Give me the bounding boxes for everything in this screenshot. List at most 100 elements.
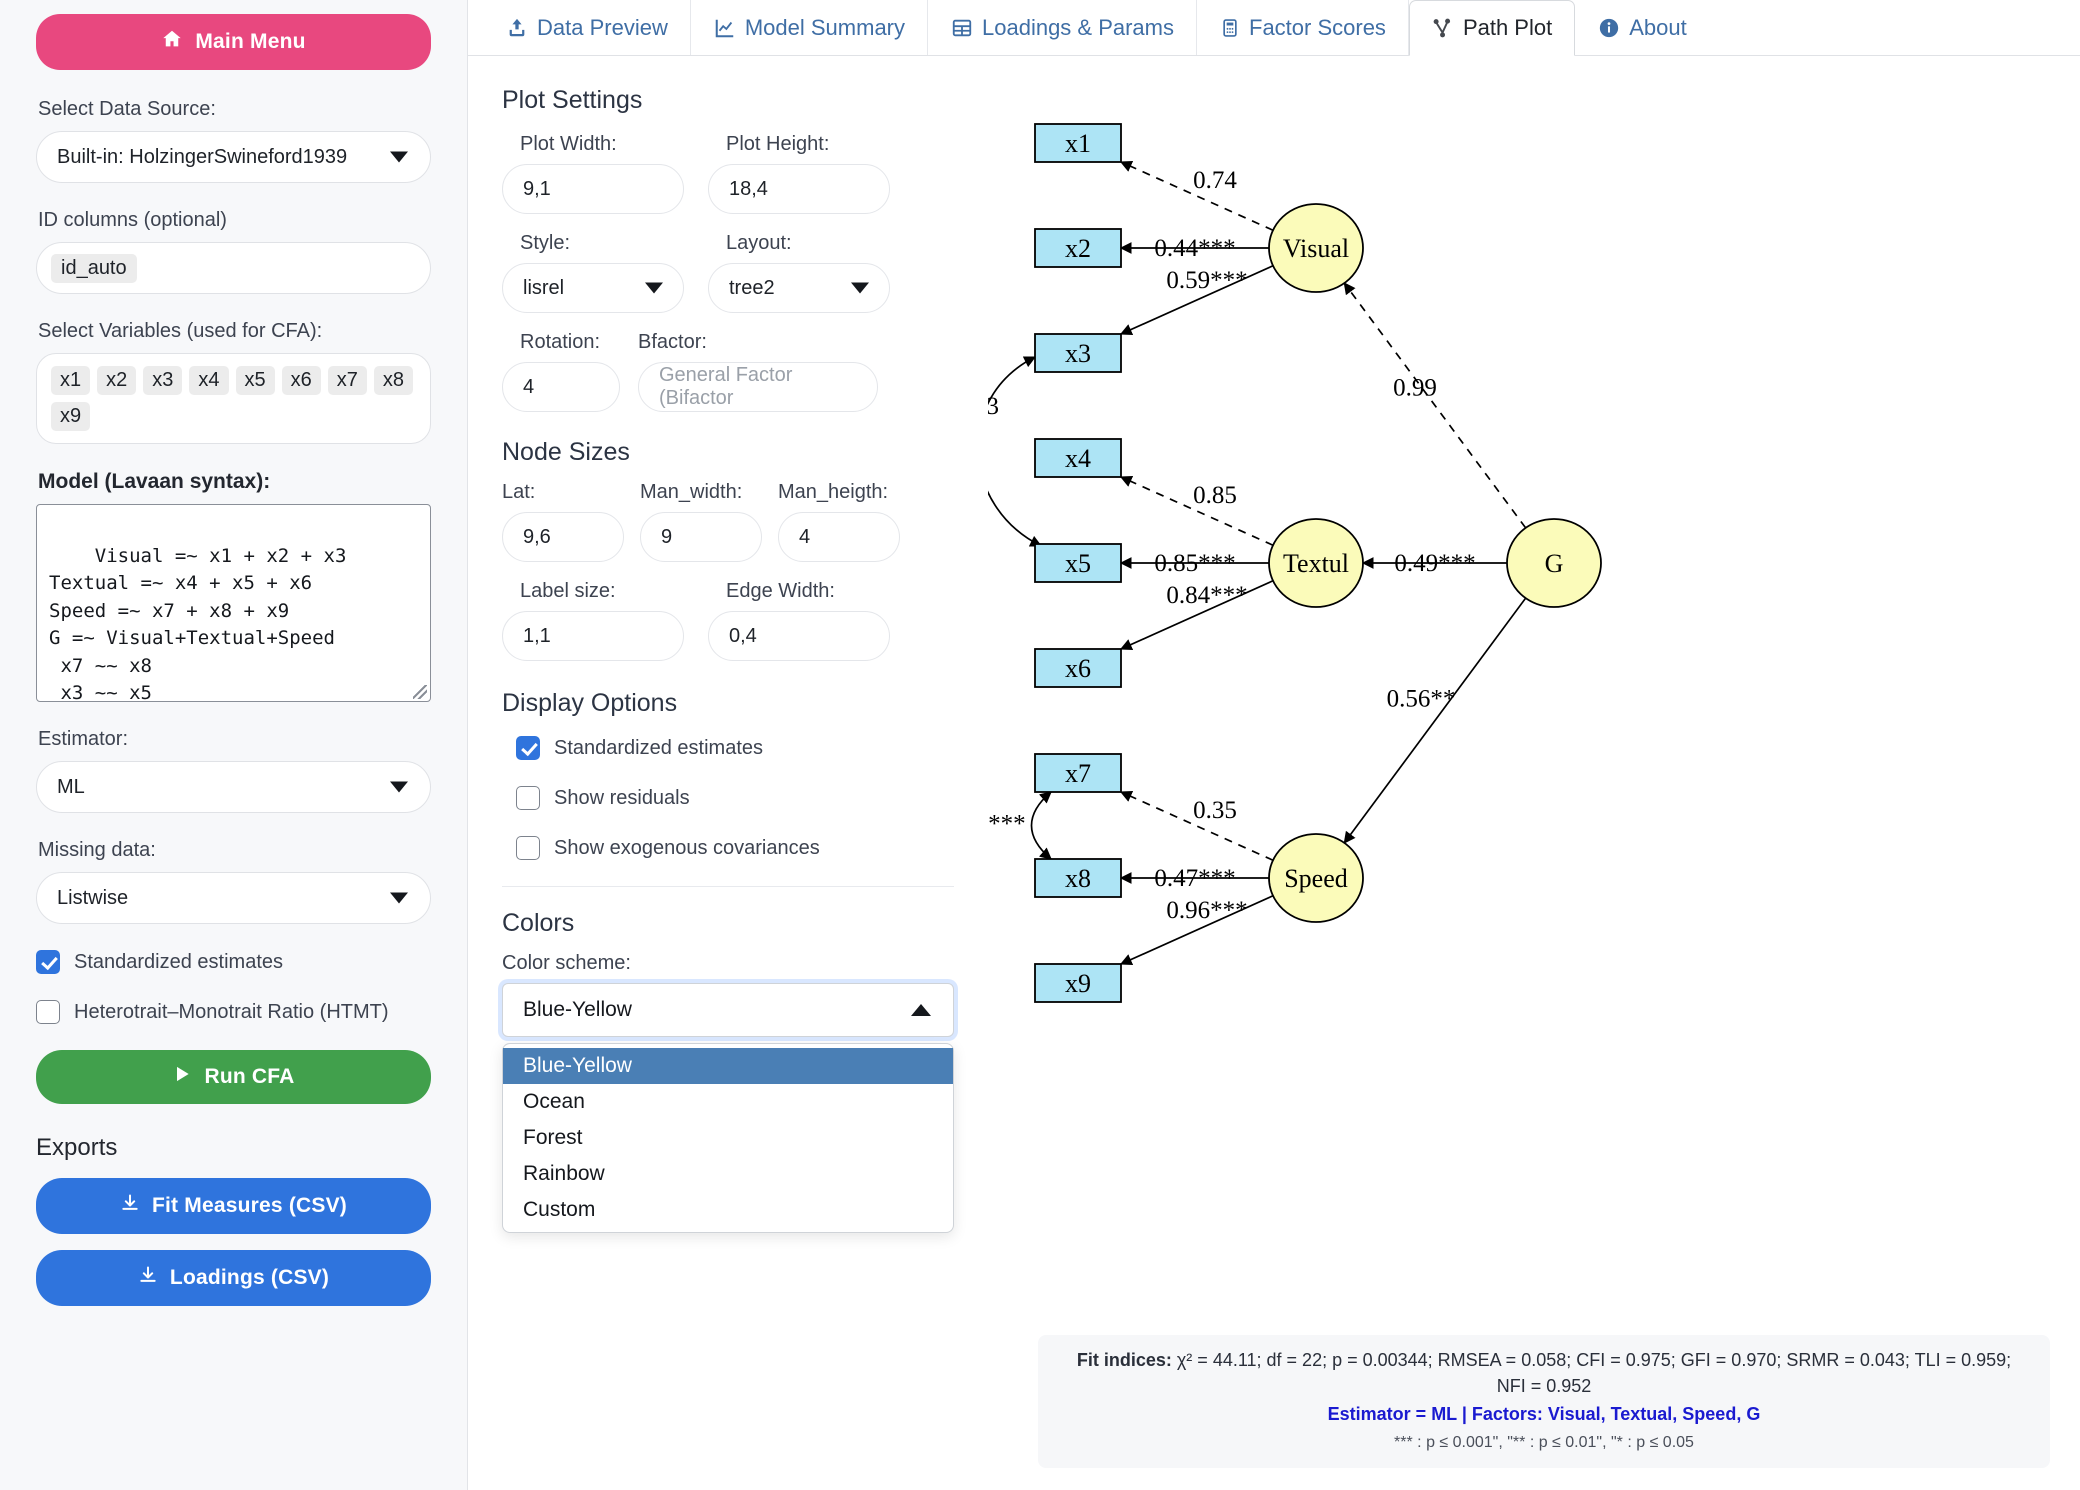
- manifest-node-x6[interactable]: [1034, 648, 1122, 688]
- tab-about[interactable]: About: [1575, 0, 1709, 55]
- data-source-select[interactable]: Built-in: HolzingerSwineford1939: [36, 131, 431, 183]
- manifest-node-x2[interactable]: [1034, 228, 1122, 268]
- standardized-estimates-checkbox[interactable]: [36, 950, 60, 974]
- edge-width-input[interactable]: 0,4: [708, 611, 890, 661]
- standardized-estimates-checkbox-row[interactable]: Standardized estimates: [36, 950, 431, 974]
- lat-input[interactable]: 9,6: [502, 512, 624, 562]
- variable-pill[interactable]: x5: [235, 366, 275, 395]
- covariance-label: 0.39***: [988, 811, 1026, 838]
- path-edge: [1343, 597, 1527, 844]
- missing-data-select[interactable]: Listwise: [36, 872, 431, 924]
- manifest-node-x5[interactable]: [1034, 543, 1122, 583]
- variable-pill[interactable]: x7: [327, 366, 367, 395]
- missing-data-value: Listwise: [57, 886, 129, 909]
- tab-label: Path Plot: [1462, 15, 1553, 40]
- tab-data-preview[interactable]: Data Preview: [484, 0, 691, 55]
- color-scheme-option-custom[interactable]: Custom: [523, 1198, 596, 1221]
- chevron-up-icon: [911, 1004, 931, 1016]
- latent-node-label: Textul: [1283, 549, 1349, 578]
- chevron-down-icon: [390, 892, 408, 904]
- color-scheme-select[interactable]: Blue-Yellow: [502, 983, 954, 1037]
- manifest-node-x9[interactable]: [1034, 963, 1122, 1003]
- manifest-node-x8[interactable]: [1034, 858, 1122, 898]
- latent-node-G[interactable]: [1506, 518, 1602, 608]
- info-icon: [1598, 17, 1620, 39]
- variable-pill[interactable]: x9: [51, 402, 91, 431]
- variable-pill[interactable]: x1: [51, 366, 91, 395]
- edge-label: 0.49***: [1394, 550, 1475, 577]
- tab-factor-scores[interactable]: Factor Scores: [1197, 0, 1409, 55]
- htmt-checkbox[interactable]: [36, 1000, 60, 1024]
- download-icon: [120, 1192, 140, 1220]
- node-sizes-header: Node Sizes: [502, 438, 630, 466]
- latent-node-Textual[interactable]: [1268, 518, 1364, 608]
- style-select[interactable]: lisrel: [502, 263, 684, 313]
- id-columns-input[interactable]: id_auto: [36, 242, 431, 294]
- home-icon: [161, 28, 183, 56]
- color-scheme-option-forest[interactable]: Forest: [523, 1126, 583, 1149]
- opt-exogenous-row[interactable]: Show exogenous covariances: [516, 836, 954, 860]
- color-scheme-option-ocean[interactable]: Ocean: [523, 1090, 585, 1113]
- opt-residuals-checkbox[interactable]: [516, 786, 540, 810]
- main-menu-button[interactable]: Main Menu: [36, 14, 431, 70]
- export-fit-measures-button[interactable]: Fit Measures (CSV): [36, 1178, 431, 1234]
- htmt-checkbox-row[interactable]: Heterotrait–Monotrait Ratio (HTMT): [36, 1000, 431, 1024]
- manifest-node-x1[interactable]: [1034, 123, 1122, 163]
- layout-select[interactable]: tree2: [708, 263, 890, 313]
- edge-label: 0.35: [1193, 797, 1237, 824]
- variable-pill[interactable]: x3: [143, 366, 183, 395]
- color-scheme-option-blue-yellow[interactable]: Blue-Yellow: [503, 1048, 953, 1084]
- main-menu-label: Main Menu: [195, 30, 306, 53]
- opt-standardized-checkbox[interactable]: [516, 736, 540, 760]
- model-syntax-textarea[interactable]: Visual =~ x1 + x2 + x3 Textual =~ x4 + x…: [36, 504, 431, 702]
- bfactor-input[interactable]: General Factor (Bifactor: [638, 362, 878, 412]
- opt-standardized-row[interactable]: Standardized estimates: [516, 736, 954, 760]
- rotation-input[interactable]: 4: [502, 362, 620, 412]
- edge-width-label: Edge Width:: [726, 580, 835, 602]
- label-size-value: 1,1: [523, 624, 551, 647]
- resize-handle-icon[interactable]: [413, 685, 427, 699]
- estimator-select[interactable]: ML: [36, 761, 431, 813]
- variables-input[interactable]: x1 x2 x3 x4 x5 x6 x7 x8 x9: [36, 353, 431, 444]
- opt-exogenous-label: Show exogenous covariances: [554, 836, 820, 859]
- run-cfa-label: Run CFA: [204, 1065, 295, 1088]
- latent-node-Visual[interactable]: [1268, 203, 1364, 293]
- run-cfa-button[interactable]: Run CFA: [36, 1050, 431, 1104]
- path-diagram[interactable]: 0.740.44***0.59***0.850.85***0.84***0.35…: [988, 56, 2080, 1396]
- manifest-node-x4[interactable]: [1034, 438, 1122, 478]
- variable-pill[interactable]: x4: [189, 366, 229, 395]
- latent-node-label: G: [1545, 549, 1564, 578]
- path-plot-icon: [1432, 17, 1454, 39]
- opt-exogenous-checkbox[interactable]: [516, 836, 540, 860]
- tab-loadings-params[interactable]: Loadings & Params: [928, 0, 1197, 55]
- fit-significance-legend: *** : p ≤ 0.001", "** : p ≤ 0.01", "* : …: [1394, 1433, 1694, 1451]
- variable-pill[interactable]: x6: [281, 366, 321, 395]
- color-scheme-option-rainbow[interactable]: Rainbow: [523, 1162, 605, 1185]
- plot-height-value: 18,4: [729, 177, 768, 200]
- latent-node-Speed[interactable]: [1268, 833, 1364, 923]
- path-edge: [1119, 894, 1274, 966]
- path-edge: [1119, 790, 1274, 862]
- path-edge: [1343, 282, 1527, 529]
- manifest-node-x7[interactable]: [1034, 753, 1122, 793]
- man-height-input[interactable]: 4: [778, 512, 900, 562]
- edge-label: 0.99: [1393, 375, 1437, 402]
- export-loadings-button[interactable]: Loadings (CSV): [36, 1250, 431, 1306]
- tab-path-plot[interactable]: Path Plot: [1408, 0, 1576, 56]
- chevron-down-icon: [390, 151, 408, 163]
- sidebar: Main Menu Select Data Source: Built-in: …: [0, 0, 468, 1490]
- variable-pill[interactable]: x8: [373, 366, 413, 395]
- tab-model-summary[interactable]: Model Summary: [691, 0, 928, 55]
- color-scheme-value: Blue-Yellow: [523, 998, 632, 1021]
- variable-pill[interactable]: x2: [97, 366, 137, 395]
- plot-width-input[interactable]: 9,1: [502, 164, 684, 214]
- opt-residuals-row[interactable]: Show residuals: [516, 786, 954, 810]
- manifest-node-label: x1: [1065, 129, 1091, 158]
- plot-height-input[interactable]: 18,4: [708, 164, 890, 214]
- manifest-node-x3[interactable]: [1034, 333, 1122, 373]
- style-value: lisrel: [523, 276, 565, 299]
- colors-header: Colors: [502, 909, 575, 937]
- edge-label: 0.44***: [1154, 235, 1235, 262]
- label-size-input[interactable]: 1,1: [502, 611, 684, 661]
- man-width-input[interactable]: 9: [640, 512, 762, 562]
